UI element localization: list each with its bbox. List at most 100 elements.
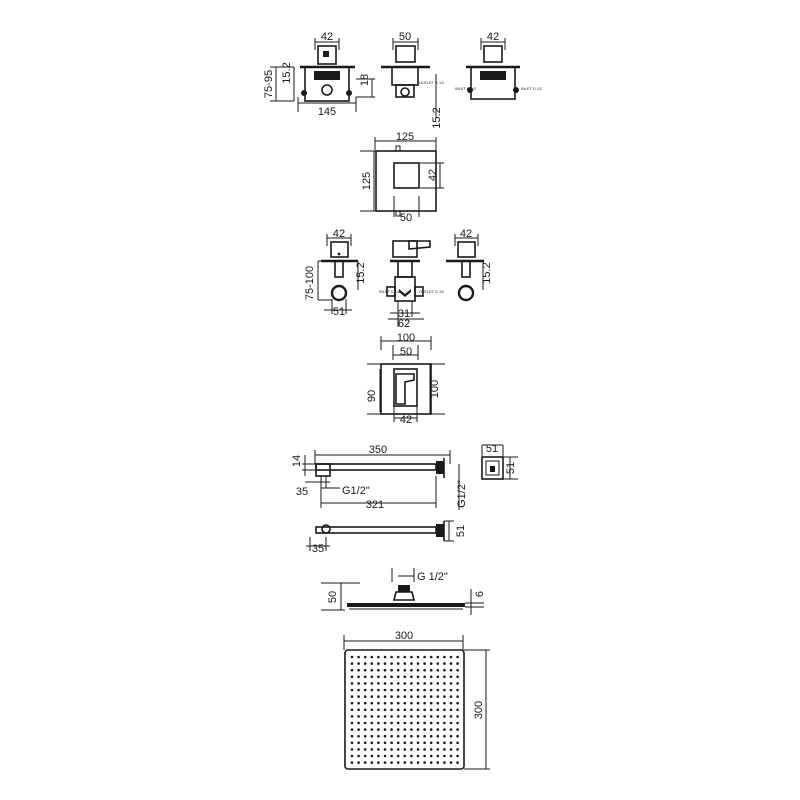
dim-mid-right-15-2: 15.2: [481, 262, 493, 283]
nozzle-dot: [370, 715, 374, 718]
nozzle-dot: [436, 701, 440, 705]
dim-plate1-left-125: 125: [361, 172, 373, 190]
nozzle-dot: [443, 715, 446, 718]
nozzle-dot: [383, 695, 387, 698]
nozzle-dot: [403, 721, 407, 725]
nozzle-dot: [377, 701, 380, 705]
nozzle-dot: [423, 688, 426, 692]
shower-arm-flange: 51 51: [481, 443, 518, 480]
nozzle-dot: [396, 741, 400, 745]
dim-top-right-42: 42: [487, 31, 499, 43]
nozzle-dot: [410, 728, 413, 731]
nozzle-dot: [396, 695, 400, 698]
nozzle-dot: [350, 748, 354, 751]
nozzle-dot: [423, 754, 426, 758]
valve-middle-left-view: 42 75-100 15.2 51: [304, 228, 367, 318]
nozzle-dot: [436, 715, 440, 718]
nozzle-dot: [449, 761, 453, 764]
label-outlet-mid: OUTLET G 1/2: [419, 290, 444, 294]
nozzle-dot: [436, 695, 440, 698]
nozzle-dot: [416, 715, 420, 718]
nozzle-dot: [423, 682, 426, 685]
nozzle-dot: [416, 734, 420, 738]
nozzle-dot: [396, 708, 400, 712]
valve-middle-center-view: INLET G 1/2 OUTLET G 1/2 31 62: [379, 240, 444, 330]
nozzle-dot: [370, 748, 374, 751]
nozzle-dot: [377, 668, 380, 672]
nozzle-dot: [377, 728, 380, 731]
dim-arm-lower-51: 51: [455, 525, 467, 537]
nozzle-dot: [390, 701, 393, 705]
valve-top-left-view: 42 75-95 15.2 18 145: [263, 31, 375, 118]
square-plate-100: 100 50 90 100 42: [366, 332, 445, 426]
nozzle-dot: [390, 741, 393, 745]
nozzle-dot: [363, 688, 367, 692]
nozzle-dot: [423, 741, 426, 745]
nozzle-dot: [350, 734, 354, 738]
nozzle-dot: [410, 701, 413, 705]
nozzle-dot: [449, 701, 453, 705]
nozzle-dot: [436, 761, 440, 764]
nozzle-dot: [443, 728, 446, 731]
nozzle-dot: [350, 668, 354, 672]
nozzle-dot: [370, 675, 374, 679]
nozzle-dot: [436, 708, 440, 712]
nozzle-dot: [377, 734, 380, 738]
nozzle-dot: [443, 741, 446, 745]
nozzle-dot: [416, 682, 420, 685]
nozzle-dot: [449, 754, 453, 758]
nozzle-dot: [443, 682, 446, 685]
nozzle-dot: [429, 655, 433, 659]
nozzle-dot: [350, 715, 354, 718]
dim-plate2-100: 100: [397, 332, 415, 344]
nozzle-dot: [350, 655, 354, 659]
nozzle-dot: [357, 741, 360, 745]
nozzle-dot: [370, 754, 374, 758]
nozzle-dot: [390, 728, 393, 731]
nozzle-dot: [403, 695, 407, 698]
nozzle-dot: [377, 688, 380, 692]
nozzle-dot: [396, 721, 400, 725]
nozzle-dot: [416, 728, 420, 731]
nozzle-dot: [370, 708, 374, 712]
nozzle-dot: [456, 721, 459, 725]
nozzle-dot: [456, 741, 459, 745]
nozzle-dot: [377, 675, 380, 679]
nozzle-dot: [429, 741, 433, 745]
nozzle-dot: [429, 734, 433, 738]
nozzle-dot: [436, 655, 440, 659]
nozzle-dot: [363, 662, 367, 665]
nozzle-dot: [383, 701, 387, 705]
nozzle-dot: [410, 708, 413, 712]
nozzle-dot: [396, 675, 400, 679]
nozzle-dot: [443, 748, 446, 751]
dim-plate2-right-100: 100: [429, 380, 441, 398]
nozzle-dot: [357, 682, 360, 685]
nozzle-dot: [429, 754, 433, 758]
nozzle-dot: [456, 708, 459, 712]
nozzle-dot: [403, 748, 407, 751]
nozzle-dot: [436, 668, 440, 672]
nozzle-dot: [350, 695, 354, 698]
nozzle-dot: [370, 668, 374, 672]
nozzle-dot: [423, 695, 426, 698]
nozzle-dot: [423, 734, 426, 738]
nozzle-dot: [410, 668, 413, 672]
nozzle-dot: [350, 662, 354, 665]
nozzle-dot: [423, 675, 426, 679]
nozzle-dot: [383, 715, 387, 718]
nozzle-dot: [370, 741, 374, 745]
nozzle-dot: [429, 668, 433, 672]
nozzle-dot: [416, 655, 420, 659]
nozzle-dot: [383, 754, 387, 758]
nozzle-dot: [443, 761, 446, 764]
nozzle-dot: [436, 688, 440, 692]
nozzle-dot: [357, 688, 360, 692]
nozzle-dot: [370, 701, 374, 705]
nozzle-dot: [370, 682, 374, 685]
nozzle-dot: [436, 721, 440, 725]
nozzle-dot: [456, 748, 459, 751]
nozzle-dot: [449, 741, 453, 745]
dim-plate1-top-125: 125: [396, 131, 414, 143]
